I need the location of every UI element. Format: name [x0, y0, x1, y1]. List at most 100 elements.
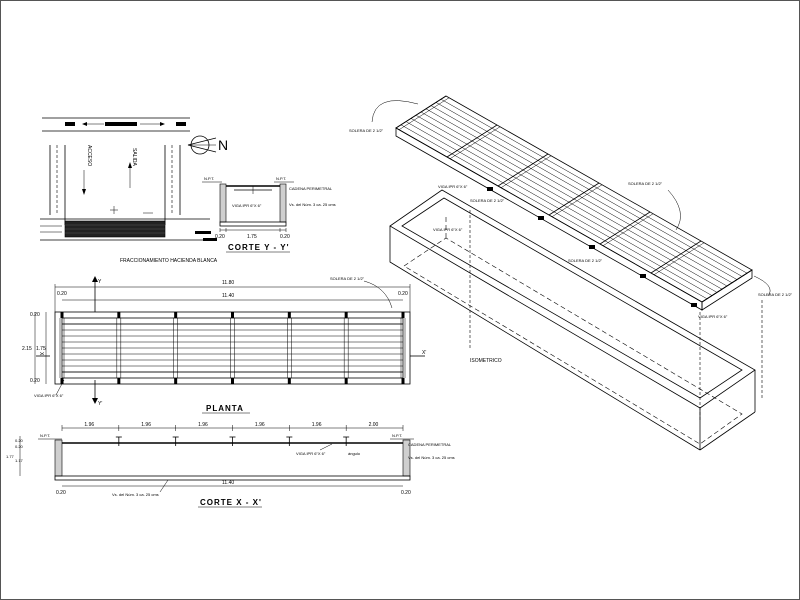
location-sketch: ACCESO SALIDA FRACCIONAMIENTO HACIENDA B… — [40, 117, 218, 264]
xx-dim-left-4: 1.77 — [6, 454, 15, 459]
plan-beam-end — [117, 312, 121, 318]
section-yy-title: CORTE Y - Y' — [228, 243, 289, 252]
iso-label-6: SOLERA DE 2 1/2" — [568, 258, 603, 263]
xx-dim-left-1: 0.20 — [15, 438, 24, 443]
plan-beam-end — [231, 312, 234, 318]
yy-base-label: Vs. del Núm. 3 ca. 25 cms — [289, 202, 336, 207]
xx-span-label: 2.00 — [369, 422, 379, 428]
plan-dim-total: 11.80 — [222, 280, 234, 286]
iso-tie — [395, 95, 447, 129]
iso-tie — [548, 182, 600, 216]
plan-beam-end — [174, 312, 178, 318]
plan-beam-end — [287, 378, 291, 384]
plan-viga-label: VIGA IPR 6"X 6" — [34, 393, 64, 398]
plan-view: 11.80 0.20 0.20 11.40 Y Y' X X' 0.20 2.1… — [22, 276, 426, 414]
plan-dim-right-top: 0.20 — [398, 291, 408, 297]
plan-beam-end — [174, 378, 178, 384]
plan-beam-end — [344, 312, 348, 318]
iso-label-5: SOLERA DE 2 1/2" — [628, 181, 663, 186]
plan-beam-end — [344, 378, 348, 384]
iso-tie — [599, 211, 651, 245]
plan-beam-end — [401, 378, 405, 384]
cut-mark-x-prime: X' — [422, 350, 426, 356]
location-caption: FRACCIONAMIENTO HACIENDA BLANCA — [120, 258, 218, 264]
xx-beam-ticks — [115, 436, 350, 446]
iso-leg — [691, 303, 697, 307]
iso-beam-legs — [487, 187, 697, 307]
iso-tie — [650, 240, 702, 274]
iso-tie — [398, 97, 450, 130]
yy-viga-label: VIGA IPR 6"X 6" — [232, 203, 262, 208]
xx-dim-bottom-right: 0.20 — [401, 490, 411, 496]
xx-npt-left: N.P.T. — [40, 433, 50, 438]
plan-beam-end — [60, 312, 64, 318]
plan-dim-side-d: 0.20 — [30, 378, 40, 384]
iso-leg — [589, 245, 595, 249]
xx-anchor-label: ángulo — [348, 451, 361, 456]
plan-dim-inner: 11.40 — [222, 293, 234, 299]
section-yy: N.P.T. N.P.T. CADENA PERIMETRAL VIGA IPR… — [202, 176, 336, 253]
yy-dim-2: 1.75 — [247, 234, 257, 240]
plan-dim-side-a: 0.20 — [30, 312, 40, 318]
iso-tie — [500, 155, 552, 188]
yy-dim-1: 0.20 — [215, 234, 225, 240]
isometric-title: ISOMETRICO — [470, 358, 502, 364]
label-salida: SALIDA — [131, 148, 137, 166]
iso-label-1: SOLERA DE 2 1/2" — [349, 128, 384, 133]
plan-dim-side-c: 1.75 — [36, 346, 46, 352]
north-label: N — [218, 137, 228, 153]
iso-leg — [487, 187, 493, 191]
xx-span-label: 1.96 — [198, 422, 208, 428]
north-arrow-icon: N — [187, 135, 228, 155]
iso-label-4: VIGA IPR 6"X 6" — [433, 227, 463, 232]
label-acceso: ACCESO — [86, 145, 92, 166]
xx-dim-bottom-left: 0.20 — [56, 490, 66, 496]
xx-dim-left-3: 1.17 — [15, 458, 24, 463]
iso-tie — [497, 153, 549, 187]
plan-beam-end — [231, 378, 234, 384]
xx-viga-label: VIGA IPR 6"X 6" — [296, 451, 326, 456]
plan-title: PLANTA — [206, 404, 244, 413]
xx-npt-right: N.P.T. — [392, 433, 402, 438]
xx-span-label: 1.96 — [312, 422, 322, 428]
iso-label-8: VIGA IPR 6"X 6" — [698, 314, 728, 319]
yy-npt-right: N.P.T. — [276, 176, 286, 181]
isometric-view: SOLERA DE 2 1/2" VIGA IPR 6"X 6" SOLERA … — [349, 95, 793, 451]
xx-base-label-left: Vs. del Núm. 3 ca. 25 cms — [112, 492, 159, 497]
iso-label-2: VIGA IPR 6"X 6" — [438, 184, 468, 189]
plan-solera-label: SOLERA DE 2 1/2" — [330, 276, 365, 281]
section-xx: 1.96 1.96 1.96 1.96 1.96 2.00 N.P.T. N.P.T. C… — [6, 422, 455, 508]
iso-tie — [449, 126, 501, 159]
xx-base-label-right: Vs. del Núm. 3 ca. 25 cms — [408, 455, 455, 460]
iso-leg — [538, 216, 544, 220]
section-xx-title: CORTE X - X' — [200, 498, 262, 507]
plan-bars — [59, 312, 406, 384]
xx-dim-bottom: 11.40 — [222, 480, 234, 486]
xx-beam-label: CADENA PERIMETRAL — [408, 442, 452, 447]
yy-npt-left: N.P.T. — [204, 176, 214, 181]
xx-span-label: 1.96 — [141, 422, 151, 428]
plan-beam-end — [287, 312, 291, 318]
xx-dim-left-2: 0.20 — [15, 444, 24, 449]
iso-leg — [640, 274, 646, 278]
iso-tie — [602, 213, 654, 246]
cut-mark-y: Y — [98, 279, 102, 285]
iso-tie — [551, 184, 603, 217]
plan-cut-x: X — [38, 352, 44, 356]
xx-span-label: 1.96 — [84, 422, 94, 428]
yy-dim-3: 0.20 — [280, 234, 290, 240]
xx-span-label: 1.96 — [255, 422, 265, 428]
plan-beam-end — [60, 378, 64, 384]
xx-span-dims: 1.96 1.96 1.96 1.96 1.96 2.00 — [61, 422, 404, 431]
plan-dim-left-top: 0.20 — [57, 291, 67, 297]
plan-dim-side-b: 2.15 — [22, 346, 32, 352]
iso-tie — [446, 124, 498, 158]
yy-beam-label: CADENA PERIMETRAL — [289, 186, 333, 191]
plan-beam-end — [401, 312, 405, 318]
iso-label-3: SOLERA DE 2 1/2" — [470, 198, 505, 203]
plan-cut-y: Y' — [98, 401, 102, 407]
iso-label-7: SOLERA DE 2 1/2" — [758, 292, 793, 297]
plan-beam-end — [117, 378, 121, 384]
iso-tie — [653, 242, 705, 275]
